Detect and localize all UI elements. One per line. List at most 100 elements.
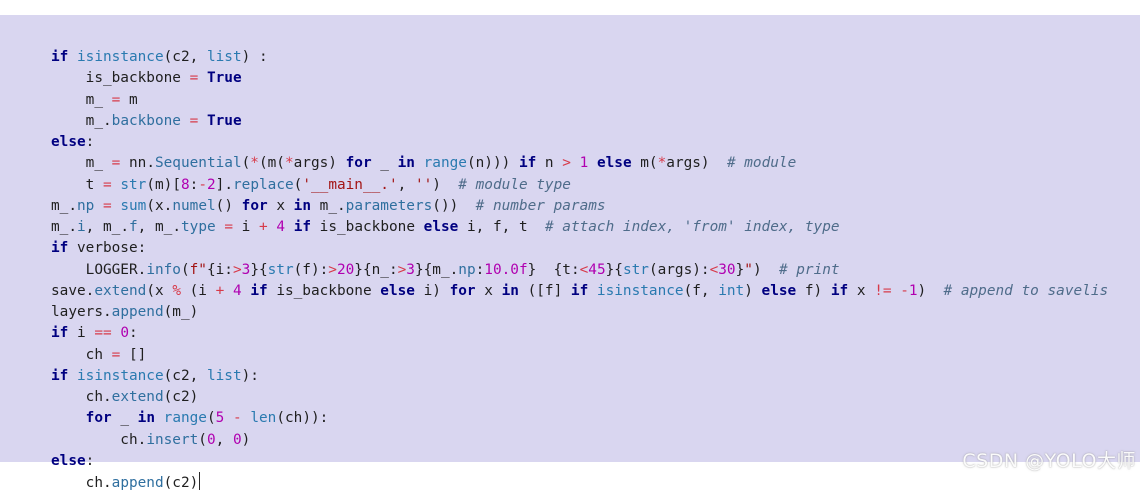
code-token-punct: {i: — [206, 261, 233, 278]
code-token-bi: range — [423, 155, 467, 172]
code-token-punct: (f, — [683, 282, 719, 299]
code-token-op: = — [103, 197, 112, 214]
code-token-punct: ( — [293, 176, 303, 193]
code-token-com: # attach index, 'from' index, type — [544, 219, 840, 235]
code-token-punct: (x. — [146, 197, 173, 214]
code-token-kw: if — [250, 282, 268, 299]
code-token-bi: isinstance — [596, 282, 684, 299]
code-token-fn: np — [77, 197, 95, 214]
code-token-op: = — [224, 219, 233, 235]
code-token-var — [224, 410, 233, 426]
code-token-var: ch. — [51, 431, 147, 448]
code-token-bi: isinstance — [77, 49, 164, 65]
code-token-var: [] — [120, 346, 147, 363]
code-token-var: is_backbone — [267, 282, 381, 299]
code-token-punct: , — [397, 176, 415, 193]
code-token-var: , m_. — [85, 219, 129, 235]
code-token-op: < — [709, 261, 719, 278]
code-token-op: * — [250, 155, 259, 172]
code-token-bi: str — [120, 176, 147, 193]
code-token-kw: in — [501, 282, 519, 299]
code-token-kw: in — [293, 197, 311, 214]
code-token-var: layers. — [51, 304, 112, 320]
code-token-var: x — [848, 282, 875, 299]
code-token-punct: (args): — [648, 261, 710, 278]
code-token-var: ch. — [51, 475, 112, 491]
code-token-kw: for — [345, 155, 372, 172]
code-line: if i == 0: — [51, 323, 1108, 344]
code-token-var: t — [51, 176, 103, 193]
code-token-op: > — [397, 261, 407, 278]
code-token-kw: else — [51, 134, 86, 150]
code-token-var: _ — [111, 410, 138, 427]
code-token-punct: ( — [206, 410, 216, 427]
code-token-var — [892, 283, 901, 299]
code-token-kw: True — [206, 70, 242, 87]
code-token-kw: else — [761, 282, 797, 299]
code-token-var — [68, 368, 77, 384]
code-token-bi: str — [622, 261, 649, 278]
code-token-com: # print — [778, 261, 840, 278]
code-token-bi: int — [718, 282, 745, 299]
code-line: layers.append(m_) — [51, 302, 1108, 323]
code-token-num: 2 — [207, 176, 216, 193]
code-token-var: save. — [51, 282, 95, 299]
code-token-punct: : — [85, 134, 95, 150]
code-token-punct: }{ — [605, 261, 623, 278]
screenshot-root: if isinstance(c2, list) : is_backbone = … — [0, 15, 1140, 491]
code-token-punct: }{m_. — [414, 261, 459, 278]
code-token-kw: else — [596, 155, 632, 172]
code-token-fn: parameters — [345, 197, 433, 214]
code-line: ch.append(c2) — [51, 472, 1108, 493]
code-token-var: , m_. — [137, 219, 181, 235]
code-panel[interactable]: if isinstance(c2, list) : is_backbone = … — [0, 15, 1140, 491]
code-token-punct: (c2) — [163, 389, 199, 405]
code-token-var: m — [120, 91, 138, 108]
code-line: ch.extend(c2) — [51, 387, 1108, 408]
code-token-var: args) — [666, 155, 727, 172]
code-token-num: 20 — [336, 261, 355, 278]
code-token-num: 3 — [406, 261, 415, 278]
code-token-punct: () — [215, 197, 242, 214]
code-token-punct: ): — [241, 367, 259, 384]
code-token-num: 4 — [276, 219, 286, 235]
code-token-fn: info — [146, 261, 181, 278]
code-token-fn: numel — [172, 197, 216, 214]
code-token-kw: for — [449, 282, 476, 299]
code-token-kw: if — [51, 325, 69, 342]
code-line: else: — [51, 132, 1108, 153]
code-token-punct: ( — [241, 155, 251, 172]
code-token-var — [198, 70, 207, 86]
code-token-fn: type — [181, 219, 216, 235]
code-token-var: is_backbone — [51, 70, 190, 87]
code-token-bi: sum — [120, 197, 147, 214]
code-token-var: (i — [180, 282, 216, 299]
code-token-com: # module type — [458, 176, 571, 193]
code-token-var — [94, 198, 103, 214]
code-token-punct: (ch)): — [276, 410, 329, 427]
code-token-op: = — [111, 91, 121, 108]
code-token-op: = — [189, 112, 199, 129]
code-token-punct: ) — [917, 282, 944, 299]
code-token-punct: ]. — [215, 176, 233, 193]
code-token-punct: (n))) — [466, 155, 519, 172]
code-token-var: x — [267, 197, 294, 214]
code-token-var — [181, 113, 190, 129]
code-token-var — [198, 113, 207, 129]
code-token-var — [68, 49, 77, 65]
code-token-fn: insert — [146, 431, 199, 448]
code-token-punct: ( — [198, 431, 207, 448]
code-token-var: _ — [371, 155, 398, 172]
code-token-punct: ) : — [241, 49, 268, 65]
code-line: m_ = m — [51, 90, 1108, 111]
code-token-kw: if — [570, 282, 589, 299]
code-token-op: = — [111, 155, 121, 172]
code-block[interactable]: if isinstance(c2, list) : is_backbone = … — [51, 47, 1108, 493]
code-token-op: > — [232, 261, 242, 278]
code-token-punct: }{n_: — [354, 261, 398, 278]
code-token-punct: (c2) — [163, 475, 199, 491]
code-token-kw: if — [51, 367, 69, 384]
code-token-punct: (x — [146, 282, 173, 299]
code-token-op: > — [562, 155, 571, 172]
code-line: ch.insert(0, 0) — [51, 430, 1108, 451]
